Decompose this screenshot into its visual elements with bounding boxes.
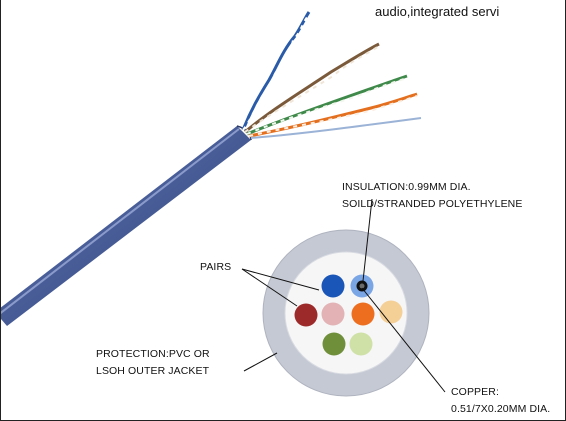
conductor-pink-light [321, 302, 345, 326]
leader-protection [243, 352, 278, 372]
insulation-label: INSULATION:0.99MM DIA. SOILD/STRANDED PO… [342, 179, 522, 213]
twisted-pair-green [246, 74, 408, 136]
twisted-pair-brown [244, 42, 380, 134]
leader-pairs-2 [241, 268, 298, 307]
protection-label: PROTECTION:PVC OR LSOH OUTER JACKET [96, 346, 210, 380]
header-text: audio,integrated servi [375, 4, 500, 19]
rip-cord [250, 117, 422, 139]
insulation-label-line2: SOILD/STRANDED POLYETHYLENE [342, 198, 523, 210]
protection-label-line2: LSOH OUTER JACKET [96, 365, 210, 377]
leader-pairs-1 [241, 268, 320, 291]
cable-jacket-highlight [1, 128, 240, 314]
insulation-label-line1: INSULATION:0.99MM DIA. [342, 181, 471, 193]
cable-jacket [1, 126, 251, 326]
leader-insulation [362, 198, 373, 282]
cross-section [262, 229, 430, 397]
protection-label-line1: PROTECTION:PVC OR [96, 348, 210, 360]
pairs-label: PAIRS [200, 261, 232, 273]
conductor-orange-light [379, 300, 403, 324]
copper-label-line1: COPPER: [451, 386, 499, 398]
conductor-green-solid [322, 332, 346, 356]
inner-core [284, 251, 408, 375]
conductor-green-light [349, 332, 373, 356]
twisted-pair-orange [248, 92, 418, 138]
twisted-pair-blue [241, 11, 312, 131]
leader-copper [361, 287, 446, 393]
conductor-blue-solid [321, 274, 345, 298]
conductor-red-solid [294, 303, 318, 327]
copper-label-line2: 0.51/7X0.20MM DIA. [451, 403, 551, 415]
copper-label: COPPER: 0.51/7X0.20MM DIA. [451, 384, 550, 418]
conductor-orange-solid [351, 302, 375, 326]
